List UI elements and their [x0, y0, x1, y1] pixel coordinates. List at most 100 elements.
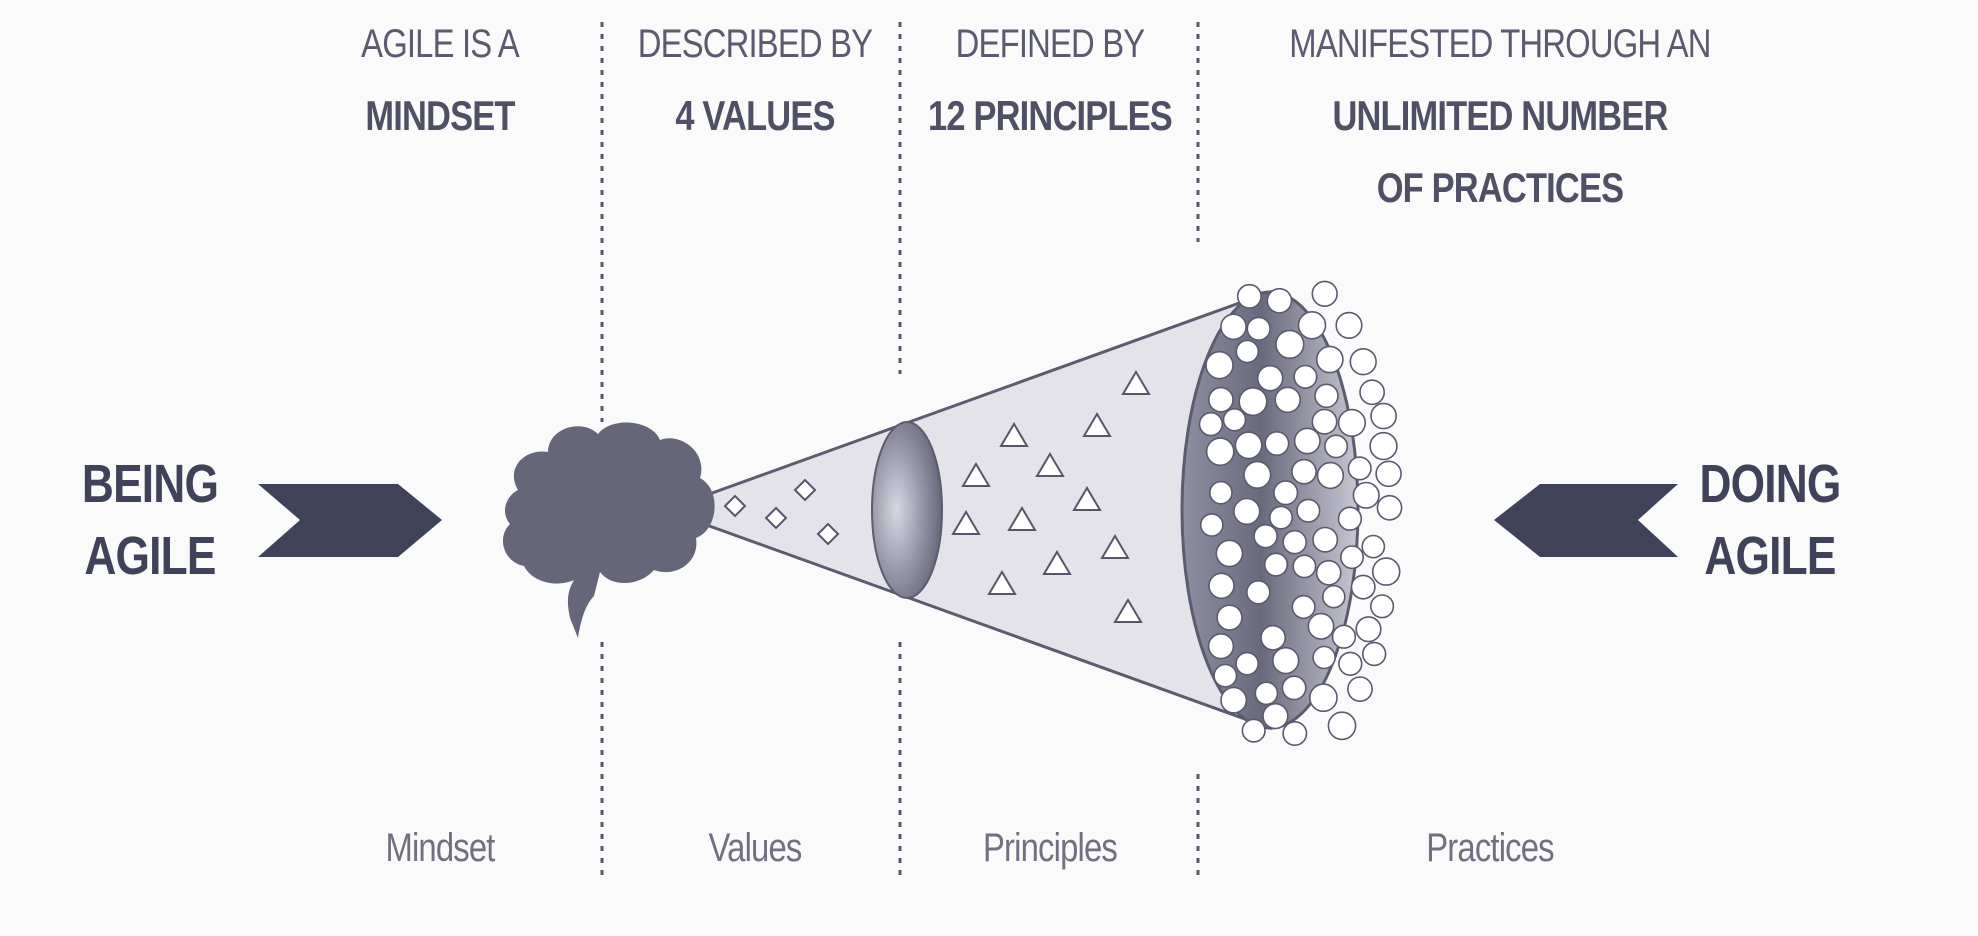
circle-icon — [1199, 513, 1224, 537]
circle-icon — [1216, 604, 1243, 631]
circle-icon — [1282, 720, 1308, 746]
circle-icon — [1209, 480, 1233, 505]
diamond-icon — [723, 494, 747, 518]
circle-icon — [1340, 545, 1365, 570]
header-practices-light: MANIFESTED THROUGH AN — [1289, 22, 1711, 66]
doing-agile-line2: AGILE — [1704, 526, 1836, 586]
circle-icon — [1205, 437, 1235, 467]
circle-icon — [1275, 329, 1305, 359]
circle-icon — [1369, 594, 1395, 619]
circle-icon — [1347, 676, 1373, 703]
circle-icon — [1213, 663, 1238, 688]
bottom-label-values: Values — [708, 826, 803, 870]
circle-icon — [1264, 430, 1290, 456]
doing-agile-line1: DOING — [1699, 454, 1841, 514]
circle-icon — [1291, 458, 1317, 485]
brain-icon — [502, 422, 715, 638]
circle-icon — [1220, 313, 1247, 341]
header-mindset-bold: MINDSET — [365, 92, 515, 139]
circle-icon — [1369, 431, 1398, 461]
circle-icon — [1307, 612, 1335, 640]
right-chevron-arrow — [258, 484, 442, 557]
doing-agile-label: DOING AGILE — [1670, 448, 1870, 592]
triangle-icon — [1100, 534, 1130, 559]
circle-icon — [1254, 681, 1279, 706]
circle-icon — [1207, 632, 1235, 660]
circle-icon — [1347, 456, 1372, 481]
bottom-label-mindset: Mindset — [385, 826, 495, 870]
triangle-icon — [1082, 412, 1112, 437]
header-principles-light: DEFINED BY — [955, 22, 1145, 66]
header-practices-bold: UNLIMITED NUMBER — [1332, 92, 1668, 139]
triangle-icon — [987, 570, 1017, 595]
circle-icon — [1263, 552, 1289, 577]
circle-icon — [1371, 557, 1401, 586]
circle-icon — [1324, 434, 1349, 459]
triangle-icon — [961, 462, 991, 487]
practice-circles — [1198, 280, 1403, 746]
circle-icon — [1243, 460, 1272, 490]
circle-icon — [1315, 345, 1344, 374]
circle-icon — [1273, 480, 1299, 506]
header-practices-bold2: OF PRACTICES — [1376, 164, 1624, 211]
circle-icon — [1236, 283, 1262, 309]
circle-icon — [1311, 408, 1338, 435]
triangle-icon — [999, 422, 1029, 447]
circle-icon — [1361, 534, 1386, 559]
circle-icon — [1215, 539, 1244, 568]
triangle-icon — [1042, 550, 1072, 575]
circle-icon — [1246, 579, 1271, 605]
circle-icon — [1293, 364, 1318, 389]
triangle-icon — [951, 510, 981, 535]
left-chevron-arrow — [1494, 484, 1678, 557]
circle-icon — [1327, 711, 1357, 741]
triangle-icon — [1113, 598, 1143, 623]
header-practices: MANIFESTED THROUGH AN UNLIMITED NUMBER O… — [1220, 8, 1780, 224]
triangle-icon — [1007, 506, 1037, 531]
circle-icon — [1292, 554, 1317, 579]
header-principles-bold: 12 PRINCIPLES — [928, 92, 1173, 139]
circle-icon — [1293, 427, 1321, 455]
header-values-light: DESCRIBED BY — [637, 22, 873, 66]
circle-icon — [1314, 383, 1339, 409]
being-agile-line2: AGILE — [84, 526, 216, 586]
circle-icon — [1235, 339, 1260, 364]
circle-icon — [1198, 411, 1224, 437]
diamond-icon — [816, 522, 840, 546]
circle-icon — [1296, 498, 1321, 523]
circle-icon — [1375, 460, 1402, 488]
circle-icon — [1281, 675, 1307, 701]
circle-icon — [1274, 386, 1301, 414]
circle-icon — [1220, 686, 1248, 714]
circle-icon — [1316, 461, 1345, 490]
header-values: DESCRIBED BY 4 VALUES — [610, 8, 900, 152]
circle-icon — [1297, 310, 1327, 340]
circle-icon — [1235, 651, 1260, 676]
circle-icon — [1355, 616, 1382, 643]
lens-disc — [871, 421, 943, 599]
triangle-icon — [1035, 452, 1065, 477]
circle-icon — [1269, 505, 1294, 530]
triangle-icon — [1121, 370, 1151, 395]
circle-icon — [1331, 624, 1357, 649]
circle-icon — [1312, 526, 1339, 553]
principle-triangles — [951, 370, 1151, 623]
circle-icon — [1337, 506, 1363, 531]
triangle-icon — [1072, 486, 1102, 511]
circle-icon — [1234, 431, 1263, 460]
circle-icon — [1208, 386, 1234, 413]
circle-icon — [1271, 646, 1300, 675]
circle-icon — [1352, 481, 1380, 509]
being-agile-label: BEING AGILE — [50, 448, 250, 592]
dividers — [600, 22, 1200, 880]
circle-icon — [1350, 574, 1376, 600]
header-principles: DEFINED BY 12 PRINCIPLES — [900, 8, 1200, 152]
circle-icon — [1312, 645, 1336, 670]
circle-icon — [1233, 497, 1261, 526]
circle-icon — [1256, 364, 1284, 392]
circle-icon — [1349, 348, 1377, 376]
circle-icon — [1238, 387, 1268, 417]
circle-icon — [1370, 402, 1398, 430]
